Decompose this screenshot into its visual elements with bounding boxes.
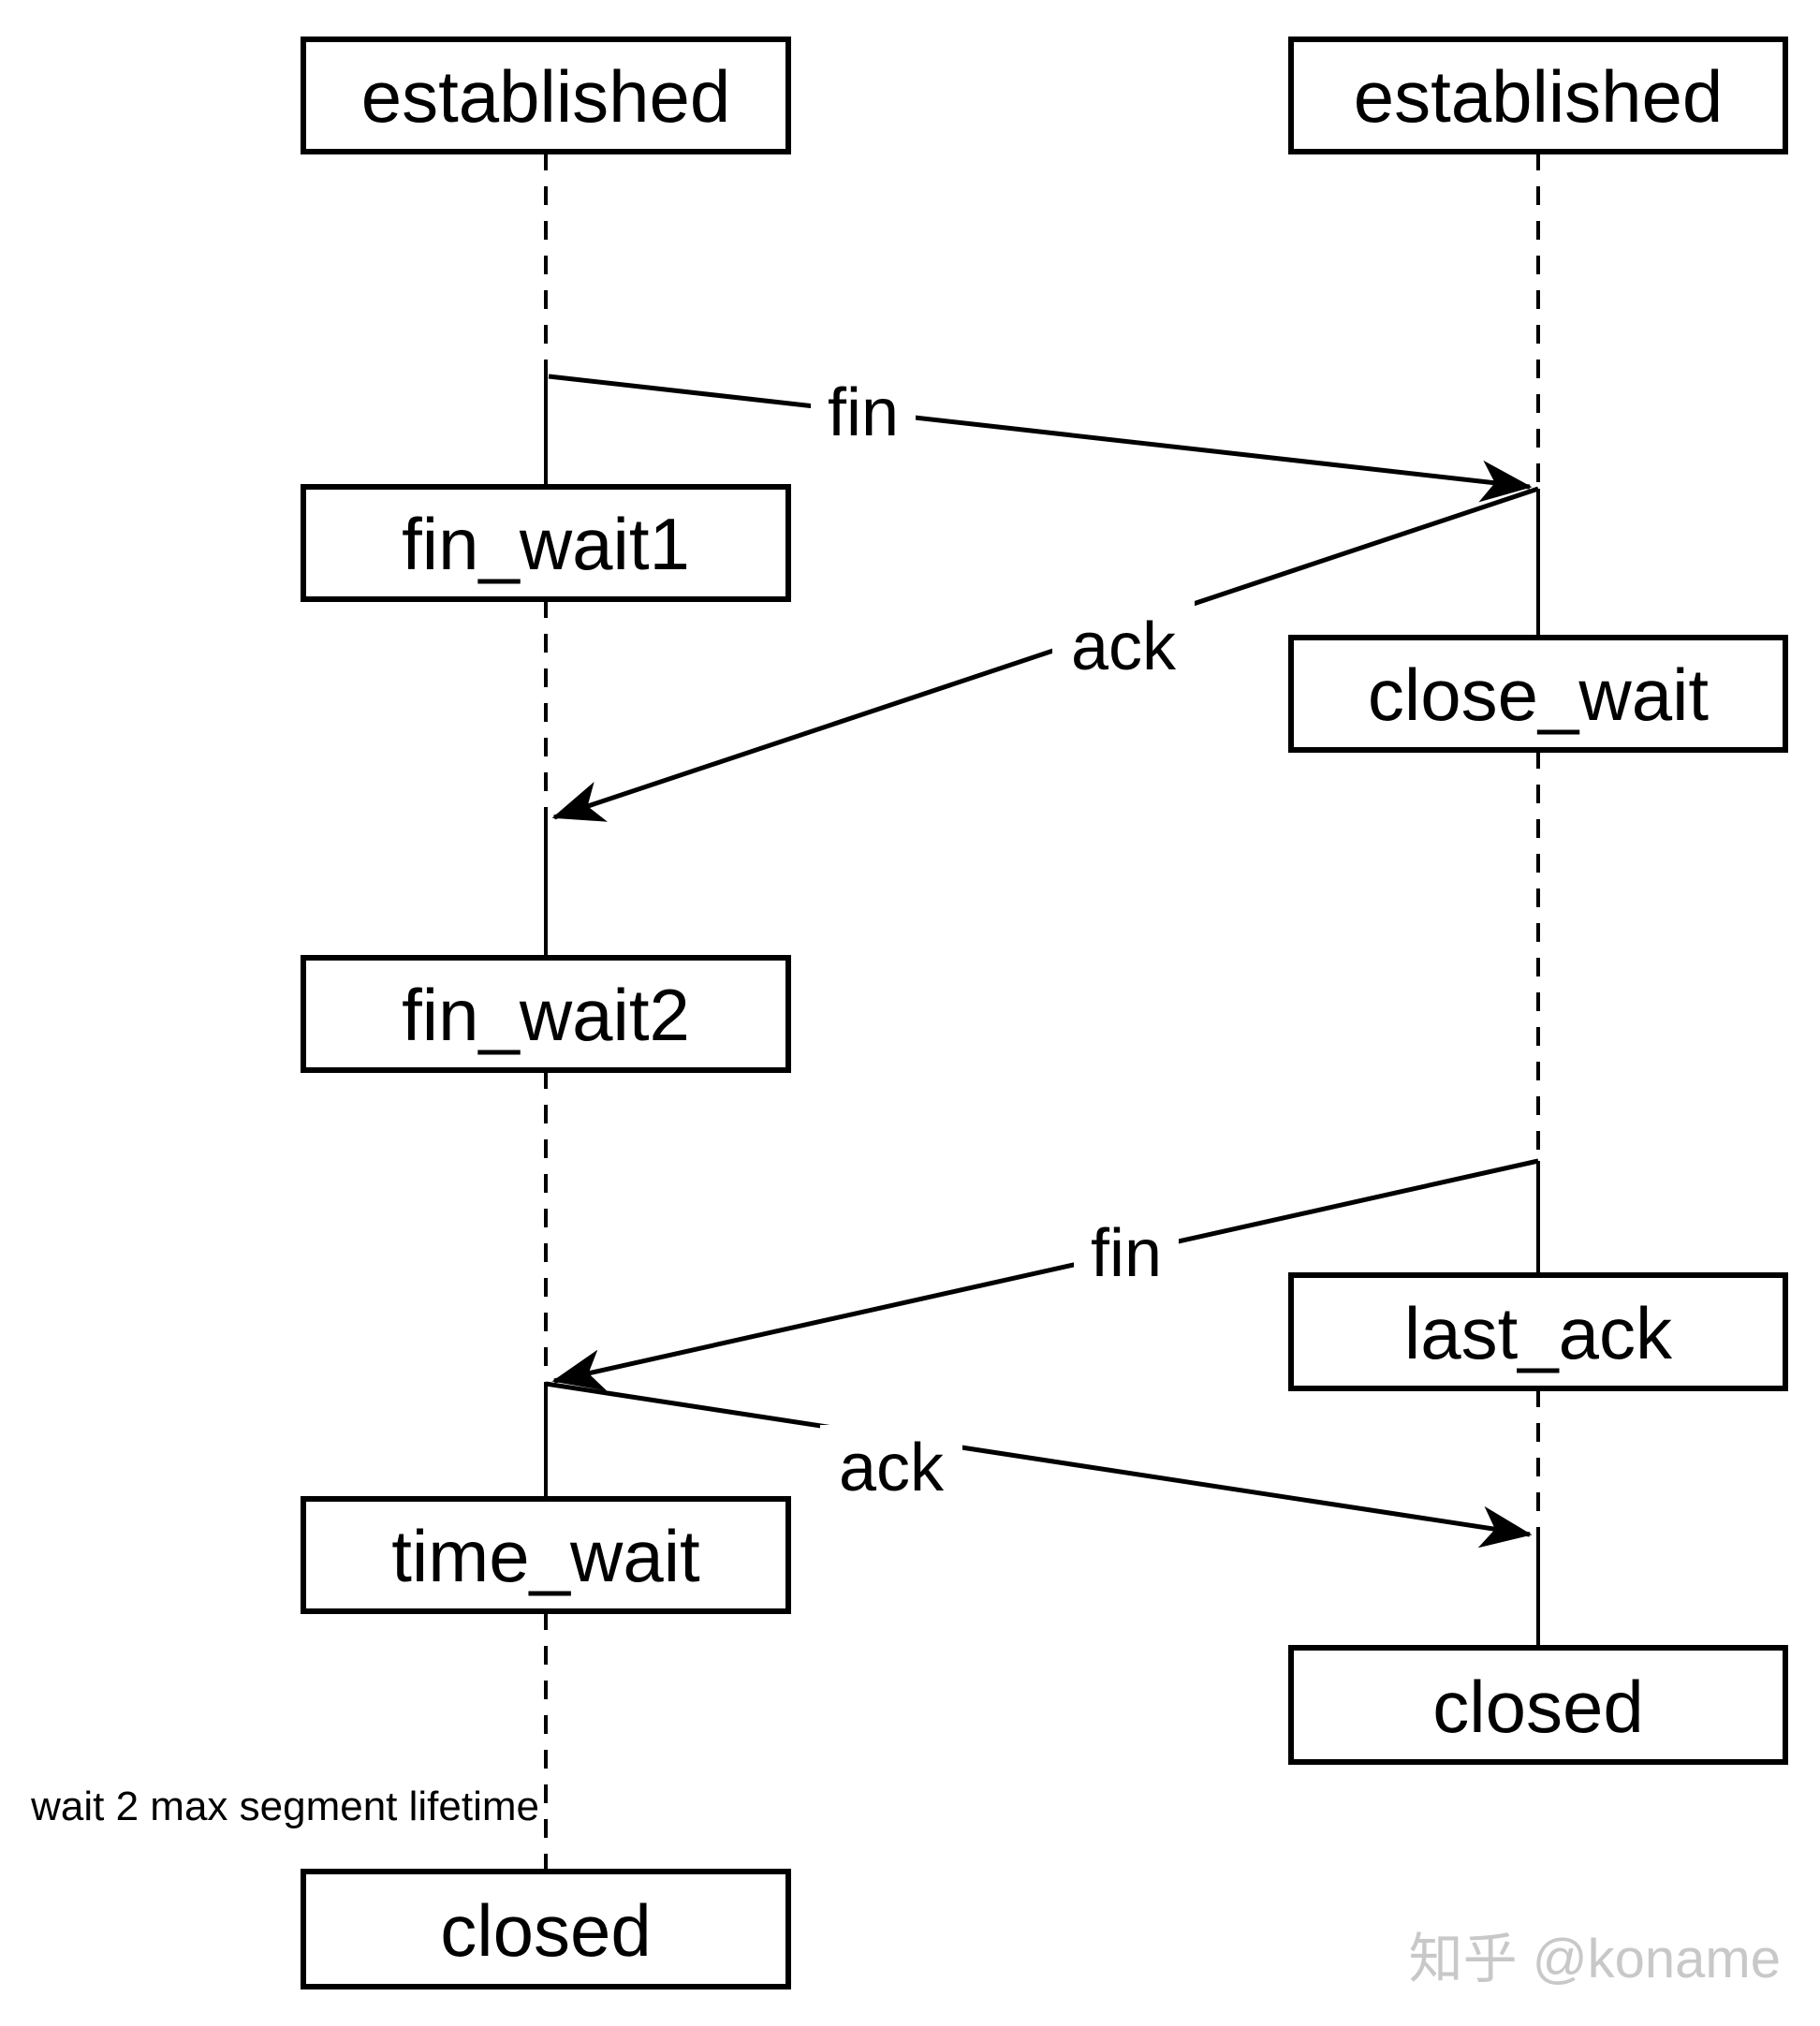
- state-box-left-fin-wait1: [301, 484, 791, 602]
- message-arrows: [545, 374, 1539, 1549]
- state-label-left-fin-wait2: fin_wait2: [402, 974, 690, 1056]
- fin-1-label-bg: [811, 373, 916, 451]
- ack-1-label-bg: [1052, 588, 1195, 674]
- message-label-backgrounds: [811, 373, 1195, 1507]
- ack-2-label-bg: [820, 1425, 962, 1507]
- state-label-left-fin-wait1: fin_wait1: [402, 503, 690, 585]
- state-box-left-time-wait: [301, 1496, 791, 1614]
- message-line-ack-2: [545, 1381, 1533, 1549]
- message-line-fin-2: [551, 1158, 1539, 1391]
- state-box-left-fin-wait2: [301, 955, 791, 1073]
- state-label-right-last-ack: last_ack: [1404, 1292, 1673, 1374]
- fin-1-label: fin: [828, 375, 899, 450]
- state-box-right-last-ack: [1288, 1272, 1788, 1391]
- state-box-right-established: [1288, 37, 1788, 154]
- state-box-left-established: [301, 37, 791, 154]
- right-state-boxes: [1288, 37, 1788, 1765]
- ack-1-label: ack: [1071, 609, 1177, 684]
- state-label-right-established: established: [1354, 55, 1724, 138]
- watermark: 知乎 @koname: [1409, 1929, 1781, 1989]
- state-label-right-close-wait: close_wait: [1368, 653, 1710, 736]
- left-state-boxes: [301, 37, 791, 1989]
- time-wait-annotation: wait 2 max segment lifetime: [30, 1784, 539, 1829]
- message-line-fin-1: [548, 374, 1533, 503]
- state-label-left-established: established: [361, 55, 731, 138]
- state-box-right-close-wait: [1288, 635, 1788, 753]
- fin-2-label: fin: [1091, 1216, 1162, 1291]
- state-label-left-closed: closed: [440, 1889, 651, 1972]
- state-box-right-closed: [1288, 1645, 1788, 1765]
- ack-2-label: ack: [839, 1431, 945, 1505]
- state-label-left-time-wait: time_wait: [391, 1515, 700, 1597]
- state-label-right-closed: closed: [1432, 1666, 1643, 1748]
- message-line-ack-1: [551, 486, 1539, 822]
- fin-2-label-bg: [1074, 1213, 1179, 1292]
- state-box-left-closed: [301, 1869, 791, 1989]
